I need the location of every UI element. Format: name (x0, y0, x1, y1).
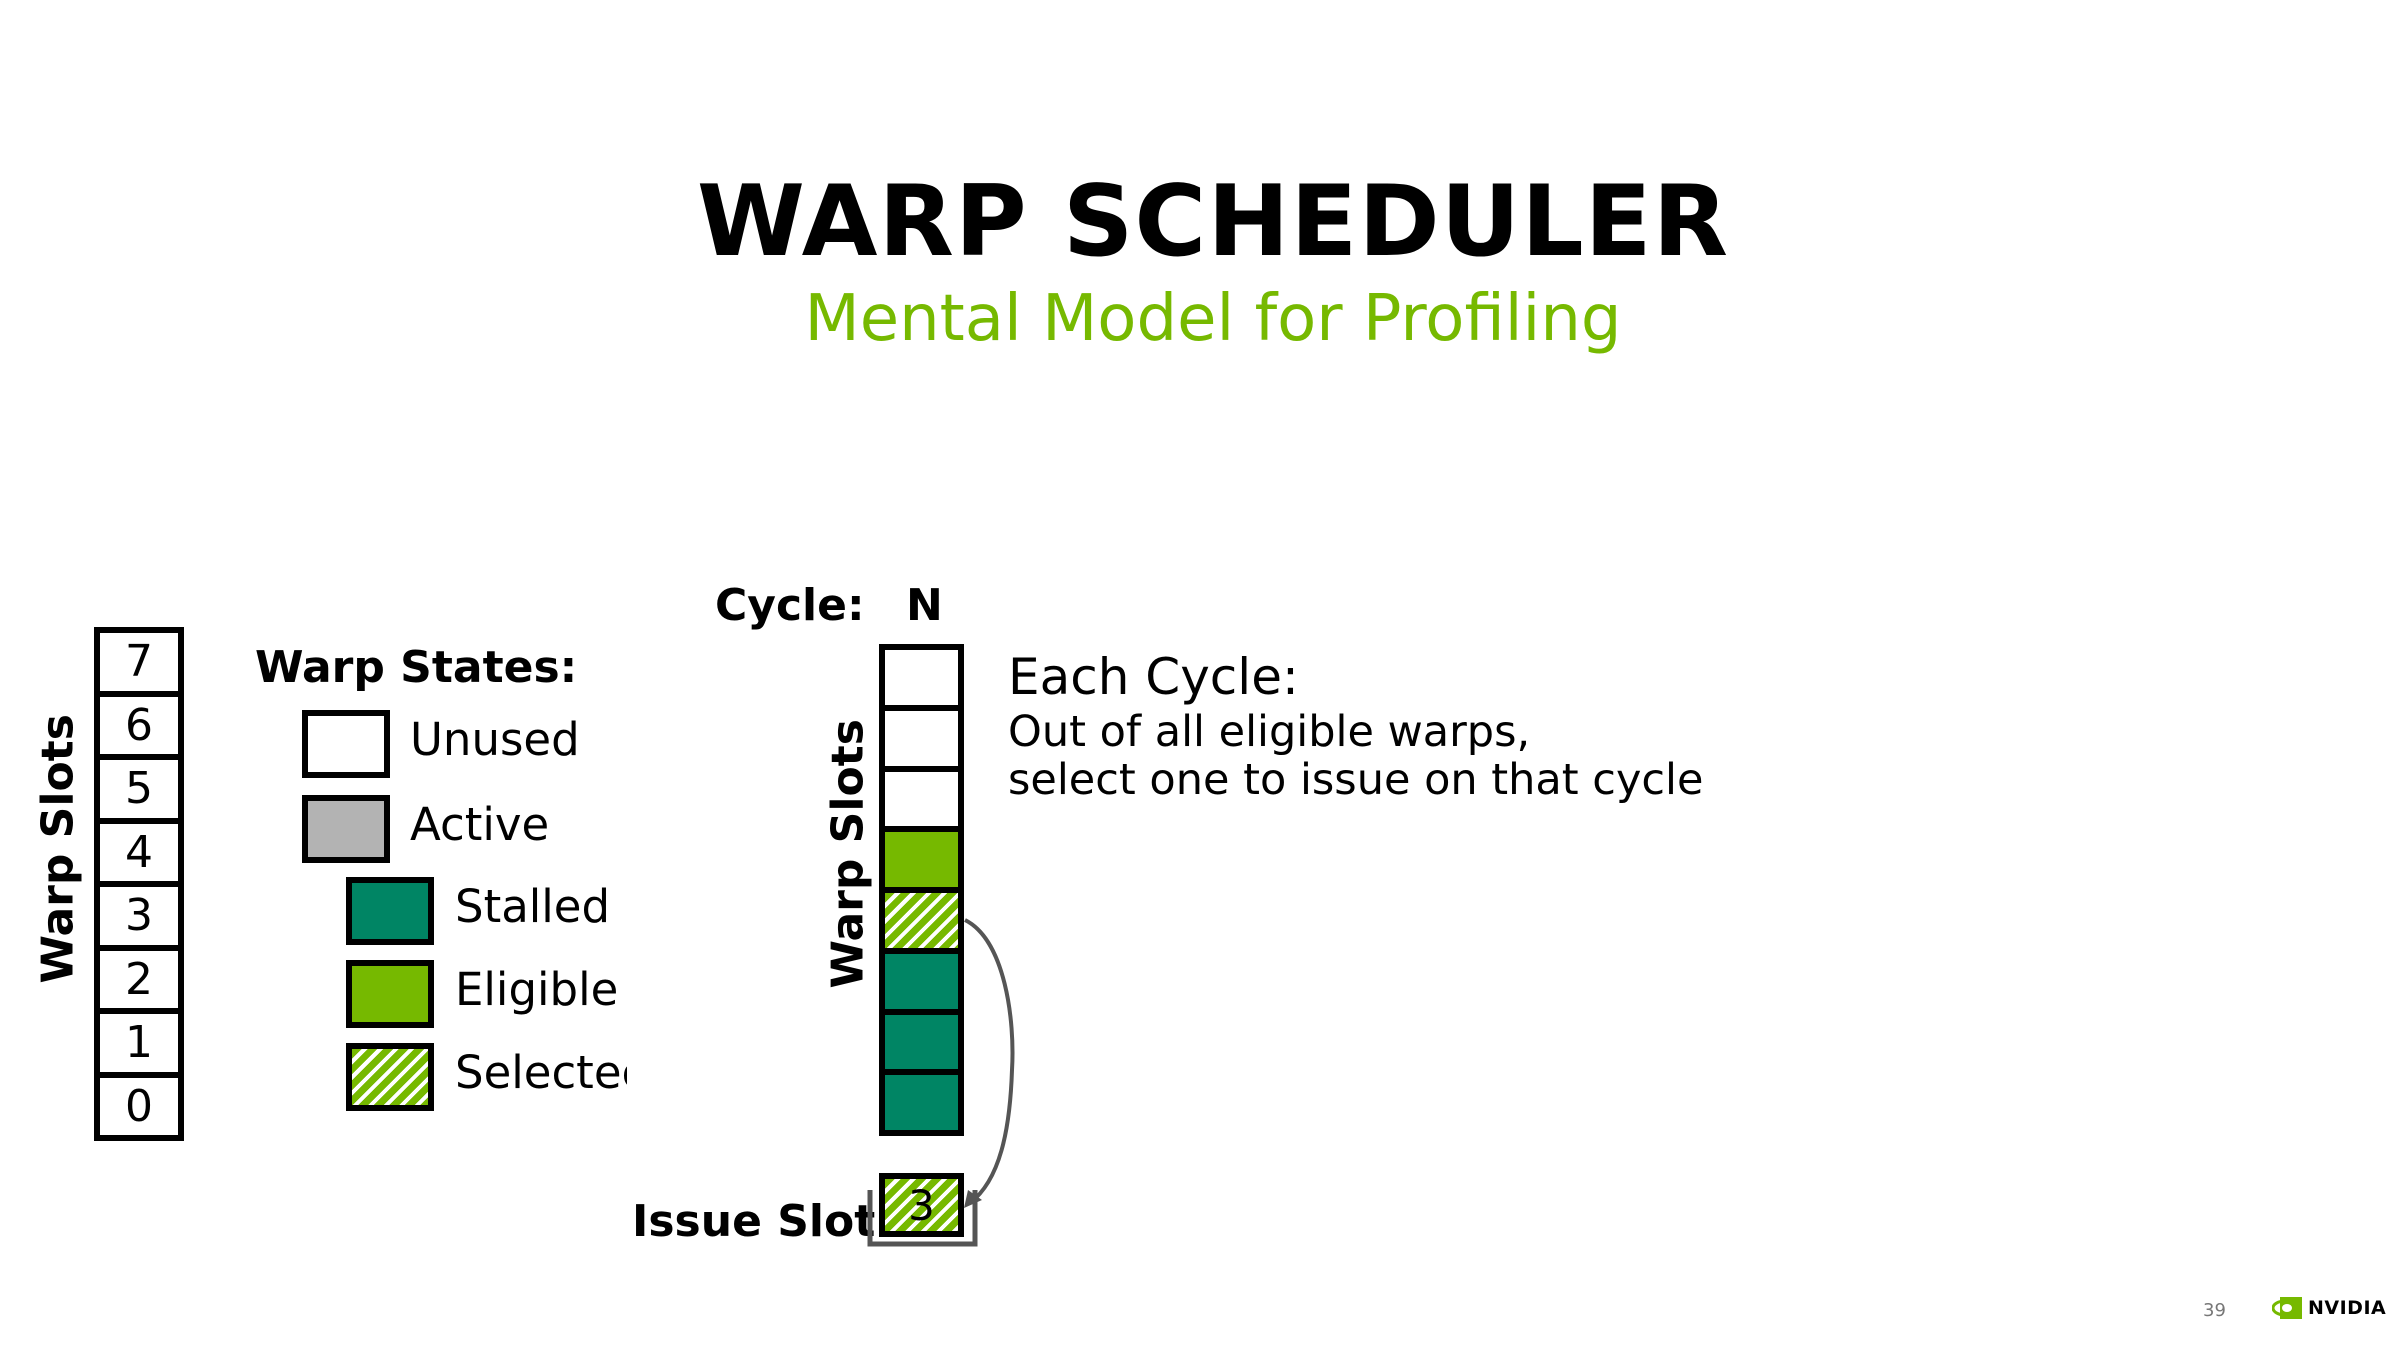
page-number: 39 (2203, 1300, 2226, 1321)
legend-title: Warp States: (255, 642, 578, 693)
warp-slot-cell: 6 (100, 696, 178, 754)
slide-title: WARP SCHEDULER (696, 165, 1730, 279)
nvidia-logo: NVIDIA (2272, 1297, 2386, 1319)
warp-slot-cell: 2 (100, 950, 178, 1008)
slot-unused (885, 710, 958, 766)
cycle-slots-column (879, 644, 964, 1136)
issue-slot-bracket (867, 1190, 978, 1247)
slide-subtitle: Mental Model for Profiling (804, 282, 1622, 356)
issue-arrow-graphic (867, 918, 1015, 1247)
warp-slot-cell: 3 (100, 887, 178, 945)
warp-slot-cell: 0 (100, 1077, 178, 1135)
legend-label: Unused (410, 713, 580, 766)
legend-label: Selectec (455, 1046, 627, 1099)
warp-slot-cell: 7 (100, 633, 178, 691)
selected-swatch (346, 1043, 434, 1111)
warp-slots-column: 7 6 5 4 3 2 1 0 (94, 627, 184, 1141)
legend-label: Stalled (455, 880, 611, 933)
warp-slot-cell: 1 (100, 1014, 178, 1072)
arrowhead-icon (964, 1190, 982, 1208)
issue-slot-box: 3 (879, 1173, 964, 1237)
legend-item-unused: Unused (302, 710, 580, 778)
slot-stalled (885, 1075, 958, 1130)
legend-item-active: Active (302, 795, 549, 863)
selection-arrow-icon (964, 918, 1015, 1205)
explanation-line: Out of all eligible warps, (1008, 707, 1531, 757)
warp-slots-axis-label: Warp Slots (32, 714, 84, 984)
cycle-label: Cycle: (715, 580, 865, 631)
explanation-heading: Each Cycle: (1008, 648, 1299, 706)
stalled-swatch (346, 877, 434, 945)
slot-unused (885, 771, 958, 827)
legend-label: Eligible (455, 963, 619, 1016)
slot-eligible (885, 832, 958, 887)
slot-unused (885, 650, 958, 705)
issue-slot-label: Issue Slot: (632, 1196, 893, 1247)
nvidia-wordmark: NVIDIA (2308, 1297, 2387, 1319)
slot-selected (885, 893, 958, 948)
slot-stalled (885, 953, 958, 1009)
issue-slot-value: 3 (908, 1180, 935, 1230)
unused-swatch (302, 710, 390, 778)
slot-stalled (885, 1014, 958, 1070)
cycle-value: N (906, 580, 943, 631)
legend-label: Active (410, 798, 550, 851)
legend-item-selected: Selectec (346, 1043, 627, 1111)
legend-item-stalled: Stalled (346, 877, 610, 945)
warp-slot-cell: 5 (100, 760, 178, 818)
warp-slot-cell: 4 (100, 823, 178, 881)
eligible-swatch (346, 960, 434, 1028)
explanation-line: select one to issue on that cycle (1008, 755, 1704, 805)
active-swatch (302, 795, 390, 863)
legend-item-eligible: Eligible (346, 960, 618, 1028)
nvidia-eye-icon (2272, 1297, 2302, 1319)
